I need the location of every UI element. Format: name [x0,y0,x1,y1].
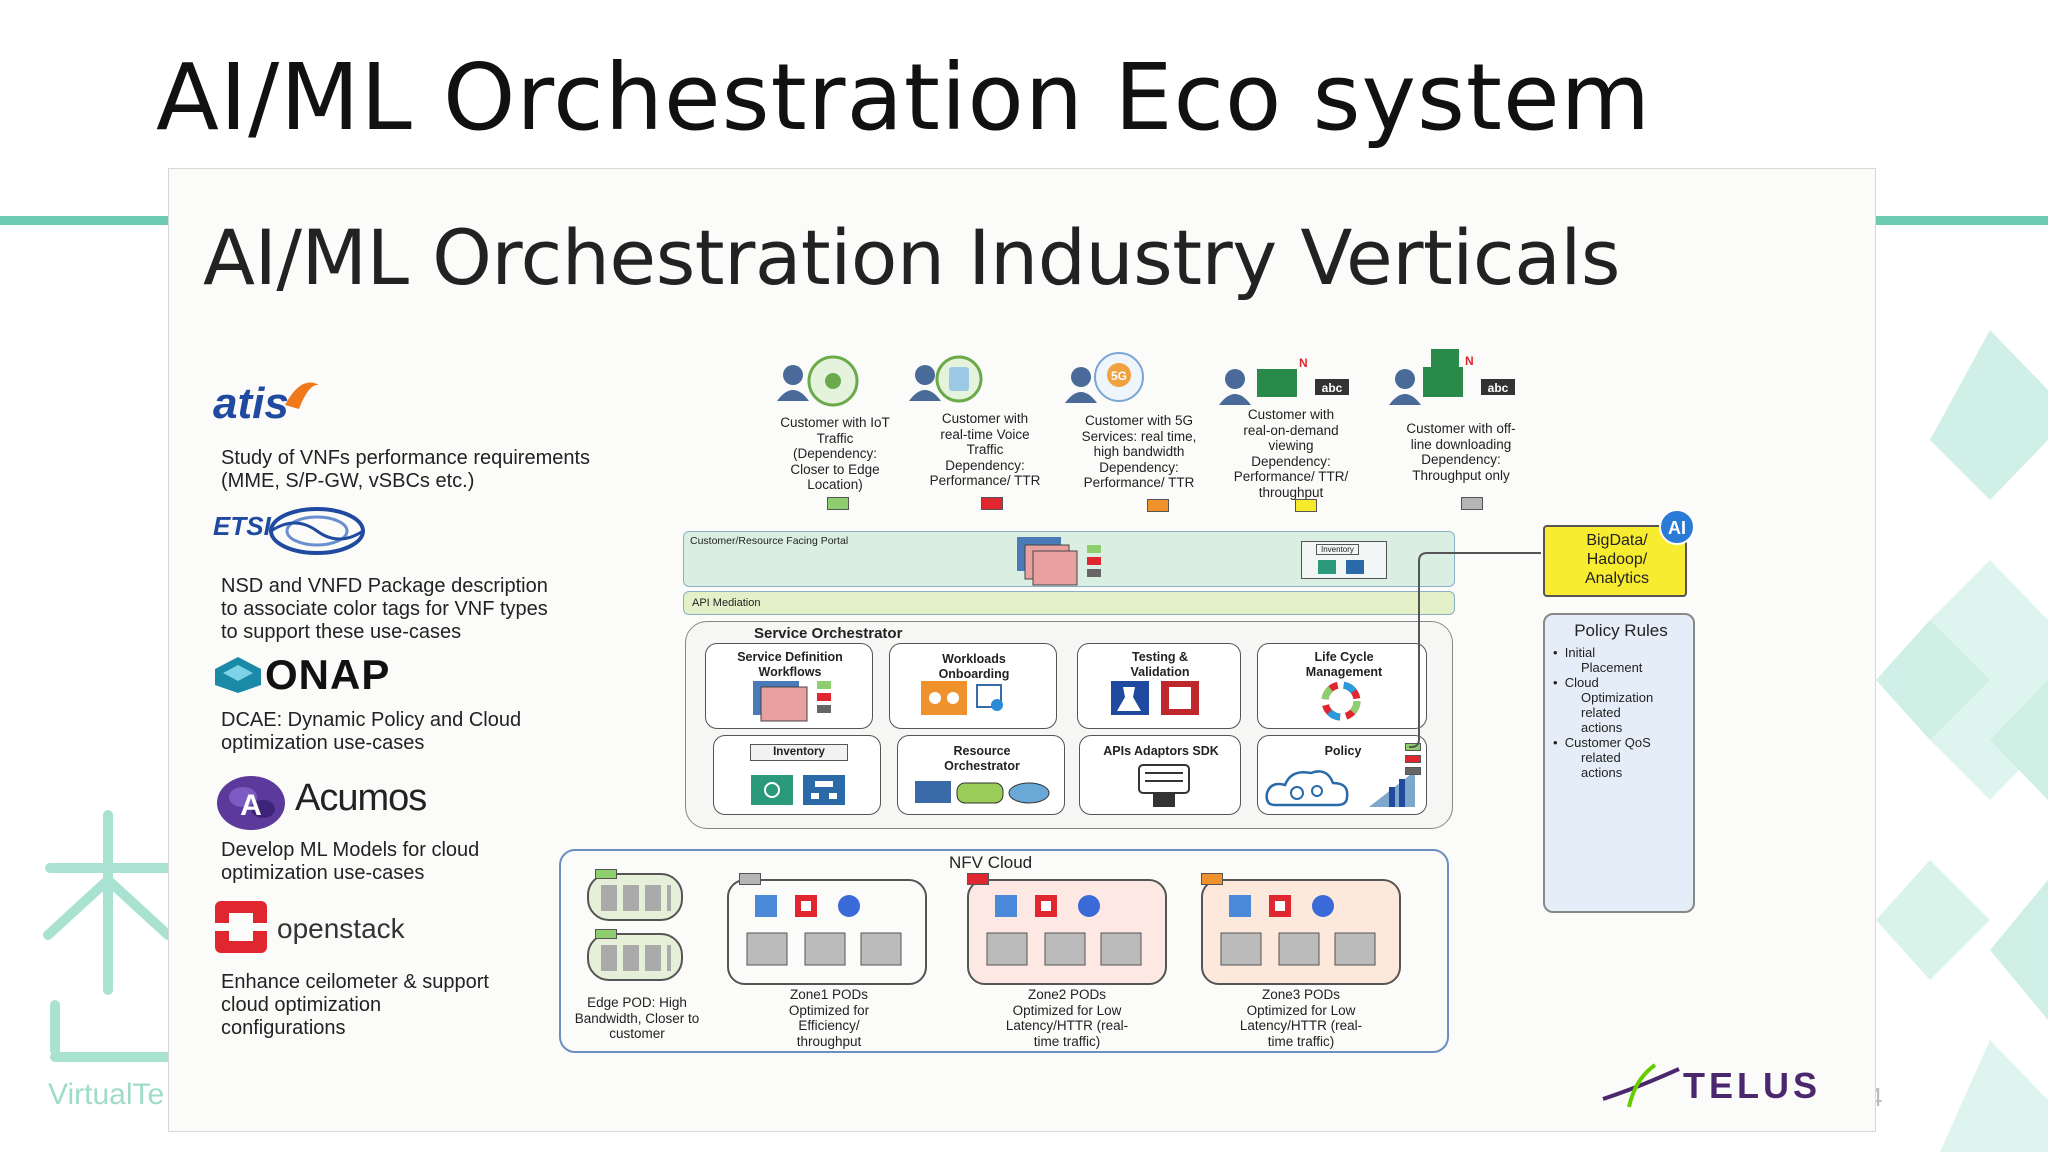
onap-logo: ONAP [265,651,391,698]
so-workloads-onboarding: Workloads Onboarding [889,643,1057,729]
zone-pod-icons [746,894,1376,966]
acumos-description: Develop ML Models for cloud optimization… [221,839,480,884]
so-lifecycle-icon [1321,681,1361,721]
portal-inventory-icon-2 [1346,560,1364,574]
onap-description: DCAE: Dynamic Policy and Cloud optimizat… [221,709,522,754]
etsi-logo: ETSI [213,511,271,541]
api-mediation-label: API Mediation [692,597,761,609]
bigdata-label: BigData/Hadoop/Analytics [1584,532,1650,587]
portal-inventory-icon-1 [1318,560,1336,574]
svg-text:A: A [240,789,262,822]
openstack-description: Enhance ceilometer & support cloud optim… [221,971,489,1039]
accent-line-left [0,216,170,225]
customer-voice-icon [909,355,983,403]
edge-pod-1 [587,869,683,921]
openstack-logo-icon [215,901,267,953]
analytics-to-policy-arrow [1409,552,1541,748]
zone1-tag [739,873,761,885]
telus-logo: TELUS [1683,1065,1822,1106]
so-policy-cloud-icon [1265,770,1415,807]
customer-voice-tag [981,497,1003,510]
portal-inventory-label: Inventory [1316,544,1359,555]
nfv-cloud-label: NFV Cloud [949,853,1033,872]
etsi-wave-icon [269,507,365,555]
openstack-logo: openstack [277,913,405,944]
service-orchestrator-title: Service Orchestrator [754,625,903,642]
onap-logo-icon [215,657,261,693]
edge-pod-2 [587,929,683,981]
customer-offline-icon: N abc [1389,349,1515,405]
policy-rules-panel: Policy Rules • Initial Placement • Cloud… [1543,613,1695,913]
customer-5g-tag [1147,499,1169,512]
accent-line-right [1872,216,2048,225]
policy-rule-item: • Initial [1553,645,1596,660]
policy-rule-item: • Customer QoS [1553,735,1651,750]
diagram-image: AI/ML Orchestration Industry Verticals a… [168,168,1876,1132]
so-inventory-icon [751,775,845,805]
policy-rules-list: • Initial Placement • Cloud Optimization… [1553,645,1654,780]
edge-pod-1-tag [595,869,617,879]
edge-pod-2-tag [595,929,617,939]
so-lifecycle-management: Life Cycle Management [1257,643,1427,729]
acumos-logo: Acumos [295,777,427,819]
edge-pod-2-compute [601,945,671,971]
portal-label: Customer/Resource Facing Portal [690,535,849,547]
so-inventory: Inventory [713,735,881,815]
customer-offline-tag [1461,497,1483,510]
edge-pod-1-compute [601,885,671,911]
svg-text:N: N [1465,354,1474,368]
etsi-description: NSD and VNFD Package description to asso… [221,575,548,643]
atis-swoosh-icon [285,382,319,409]
svg-text:abc: abc [1322,381,1343,395]
zone2-tag [967,873,989,885]
policy-rules-title: Policy Rules [1574,621,1668,640]
so-resource-orchestrator-icon [915,781,1050,804]
so-testing-validation: Testing & Validation [1077,643,1241,729]
brand-text: VirtualTe [48,1078,165,1111]
svg-text:5G: 5G [1111,369,1127,383]
so-apis-plug-icon [1138,764,1190,807]
telus-swoosh-icon [1602,1063,1680,1108]
customer-ondemand-tag [1295,499,1317,512]
ai-badge: AI [1659,509,1695,545]
policy-tag-red [1405,755,1421,763]
svg-text:abc: abc [1488,381,1509,395]
portal-stack-icon [1017,537,1101,586]
so-workloads-onboarding-icon [921,681,1003,715]
customer-iot-icon [777,355,859,407]
acumos-brain-icon: A [217,776,285,830]
diagram-title: AI/ML Orchestration Industry Verticals [203,213,1620,302]
atis-logo: atis [213,379,289,428]
customer-icons: 5G N abc N abc [777,349,1515,407]
policy-tag-grey [1405,767,1421,775]
customer-ondemand-icon: N abc [1219,356,1349,405]
portal-inventory-box: Inventory [1301,541,1387,579]
svg-text:N: N [1299,356,1308,370]
so-service-definition-icon [753,681,831,722]
atis-description: Study of VNFs performance requirements (… [221,447,591,492]
policy-rule-item: • Cloud [1553,675,1599,690]
customer-5g-icon: 5G [1065,352,1144,403]
so-testing-validation-icon [1111,681,1199,715]
api-mediation-bar: API Mediation [683,591,1455,615]
customer-iot-tag [827,497,849,510]
slide-title: AI/ML Orchestration Eco system [156,44,1652,151]
zone3-tag [1201,873,1223,885]
